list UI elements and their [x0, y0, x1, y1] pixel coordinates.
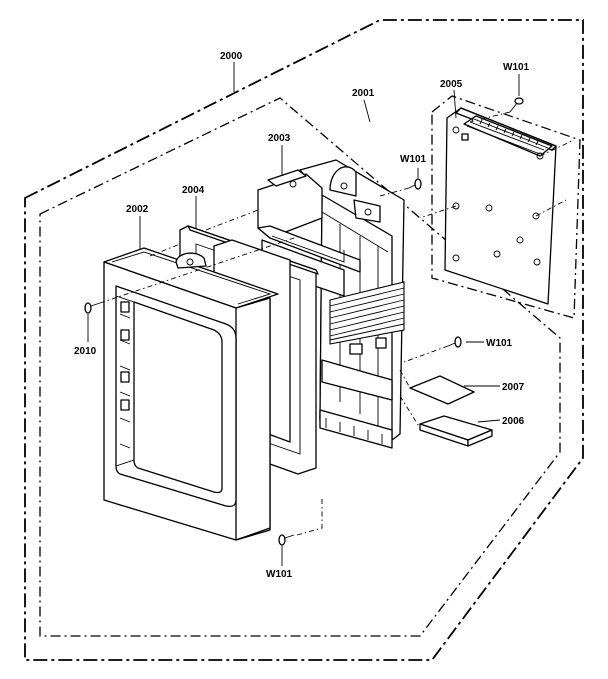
frame-2002	[103, 247, 279, 541]
label-2001: 2001	[352, 88, 375, 99]
label-w101-top: W101	[503, 62, 530, 73]
screw-w101-bottom-icon	[278, 534, 295, 546]
sheet-2007	[409, 375, 475, 405]
assembly-guide-lines	[99, 111, 511, 536]
label-2000: 2000	[220, 51, 243, 62]
assembly-2000-outline	[24, 19, 584, 661]
label-2002: 2002	[126, 204, 149, 215]
label-2005: 2005	[440, 79, 463, 90]
screw-2010-icon	[84, 302, 101, 314]
screw-w101-top-icon	[509, 97, 524, 113]
screw-w101-mid-icon	[408, 178, 422, 190]
pcb-board	[419, 107, 575, 305]
label-2007: 2007	[502, 382, 525, 393]
label-2004: 2004	[182, 185, 205, 196]
label-2003: 2003	[268, 133, 291, 144]
leader-lines	[87, 62, 520, 566]
pad-2006	[419, 415, 493, 447]
screw-w101-right-icon	[447, 336, 462, 348]
label-w101-mid: W101	[400, 154, 427, 165]
label-2010: 2010	[74, 346, 97, 357]
pcb-region-outline	[431, 95, 581, 319]
label-2006: 2006	[502, 416, 525, 427]
label-w101-bottom: W101	[266, 569, 293, 580]
assembly-inner-outline	[39, 97, 561, 637]
label-w101-right: W101	[486, 338, 513, 349]
